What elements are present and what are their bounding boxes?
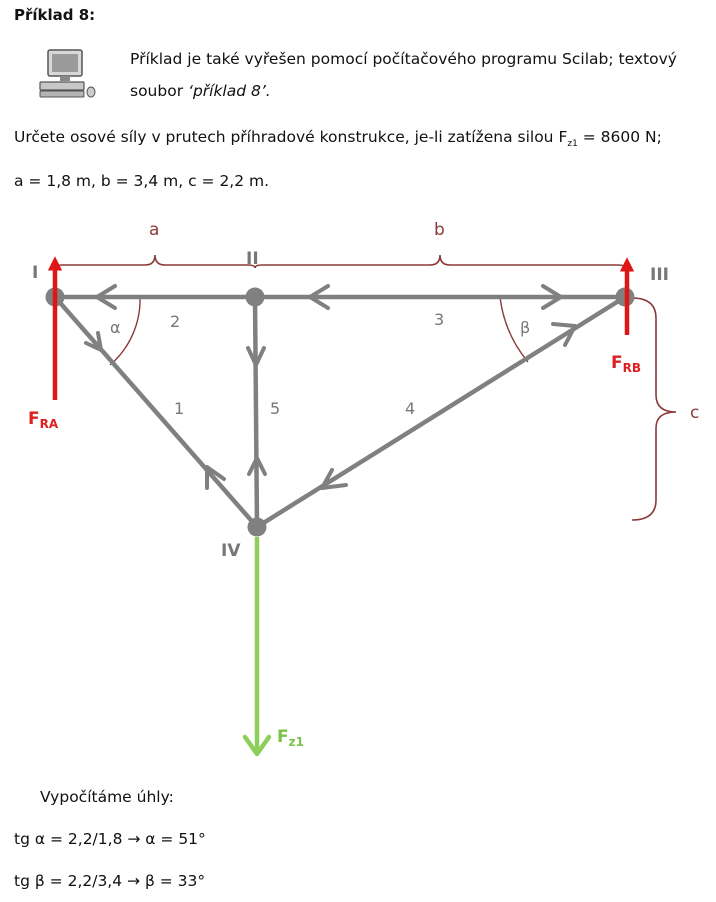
arrow-4-down xyxy=(320,468,348,490)
bar-label-5: 5 xyxy=(270,399,280,418)
task-statement: Určete osové síly v prutech příhradové k… xyxy=(14,128,662,149)
force-rb-sub: RB xyxy=(623,361,641,375)
parameters: a = 1,8 m, b = 3,4 m, c = 2,2 m. xyxy=(14,172,270,190)
member-5 xyxy=(252,294,260,530)
angle-beta-arc xyxy=(499,296,529,363)
force-ra-sub: RA xyxy=(40,417,59,431)
arrow-5-down xyxy=(246,346,266,367)
task-subscript: z1 xyxy=(567,139,578,150)
task-suffix: = 8600 N; xyxy=(577,128,662,146)
note-line-1: Příklad je také vyřešen pomocí počítačov… xyxy=(130,50,677,68)
bar-label-4: 4 xyxy=(405,399,415,418)
arrow-1-down xyxy=(84,331,103,352)
truss-diagram: I II III IV 1 2 3 4 5 a b c α β FRA FRB … xyxy=(28,220,699,757)
member-1 xyxy=(52,294,260,530)
angle-label-alpha: α xyxy=(110,318,121,337)
angle-label-beta: β xyxy=(520,318,530,337)
force-label-ra: FRA xyxy=(28,409,59,431)
calc-title: Vypočítáme úhly: xyxy=(40,788,174,806)
dim-label-c: c xyxy=(690,403,699,423)
arrow-4-up xyxy=(551,322,577,347)
node-label-3: III xyxy=(650,265,669,285)
dim-brace-b xyxy=(254,254,626,269)
load-fz1-arrowhead xyxy=(242,734,272,757)
bar-label-3: 3 xyxy=(434,310,444,329)
dim-brace-a xyxy=(54,254,256,269)
dim-label-b: b xyxy=(434,220,445,240)
example-heading: Příklad 8: xyxy=(14,6,96,24)
computer-icon xyxy=(39,49,96,98)
arrow-3-left xyxy=(308,284,330,310)
bar-label-1: 1 xyxy=(174,399,184,418)
force-fz-sub: z1 xyxy=(289,735,304,749)
force-ra-main: F xyxy=(28,409,40,429)
arrow-3-right xyxy=(541,284,563,310)
arrow-1-up xyxy=(205,465,226,490)
equation-beta: tg β = 2,2/3,4 → β = 33° xyxy=(14,872,206,890)
note-line-2: soubor ‘příklad 8’. xyxy=(130,82,271,100)
task-prefix: Určete osové síly v prutech příhradové k… xyxy=(14,128,568,146)
dim-brace-c xyxy=(631,297,677,521)
node-label-4: IV xyxy=(221,541,241,561)
joint-4 xyxy=(247,517,267,537)
equation-alpha: tg α = 2,2/1,8 → α = 51° xyxy=(14,830,206,848)
note-filename: ‘příklad 8’. xyxy=(188,82,271,100)
force-fz-main: F xyxy=(277,727,289,747)
node-label-1: I xyxy=(32,263,38,283)
arrow-5-up xyxy=(247,456,267,476)
joint-2 xyxy=(245,287,265,307)
angle-alpha-arc xyxy=(109,296,141,366)
force-rb-main: F xyxy=(611,353,623,373)
node-label-2: II xyxy=(246,249,259,269)
arrow-2 xyxy=(95,284,117,310)
bar-label-2: 2 xyxy=(170,312,180,331)
dim-label-a: a xyxy=(149,220,159,240)
force-label-fz1: Fz1 xyxy=(277,727,304,749)
force-label-rb: FRB xyxy=(611,353,641,375)
note-prefix: soubor xyxy=(130,82,189,100)
member-4 xyxy=(254,294,628,530)
